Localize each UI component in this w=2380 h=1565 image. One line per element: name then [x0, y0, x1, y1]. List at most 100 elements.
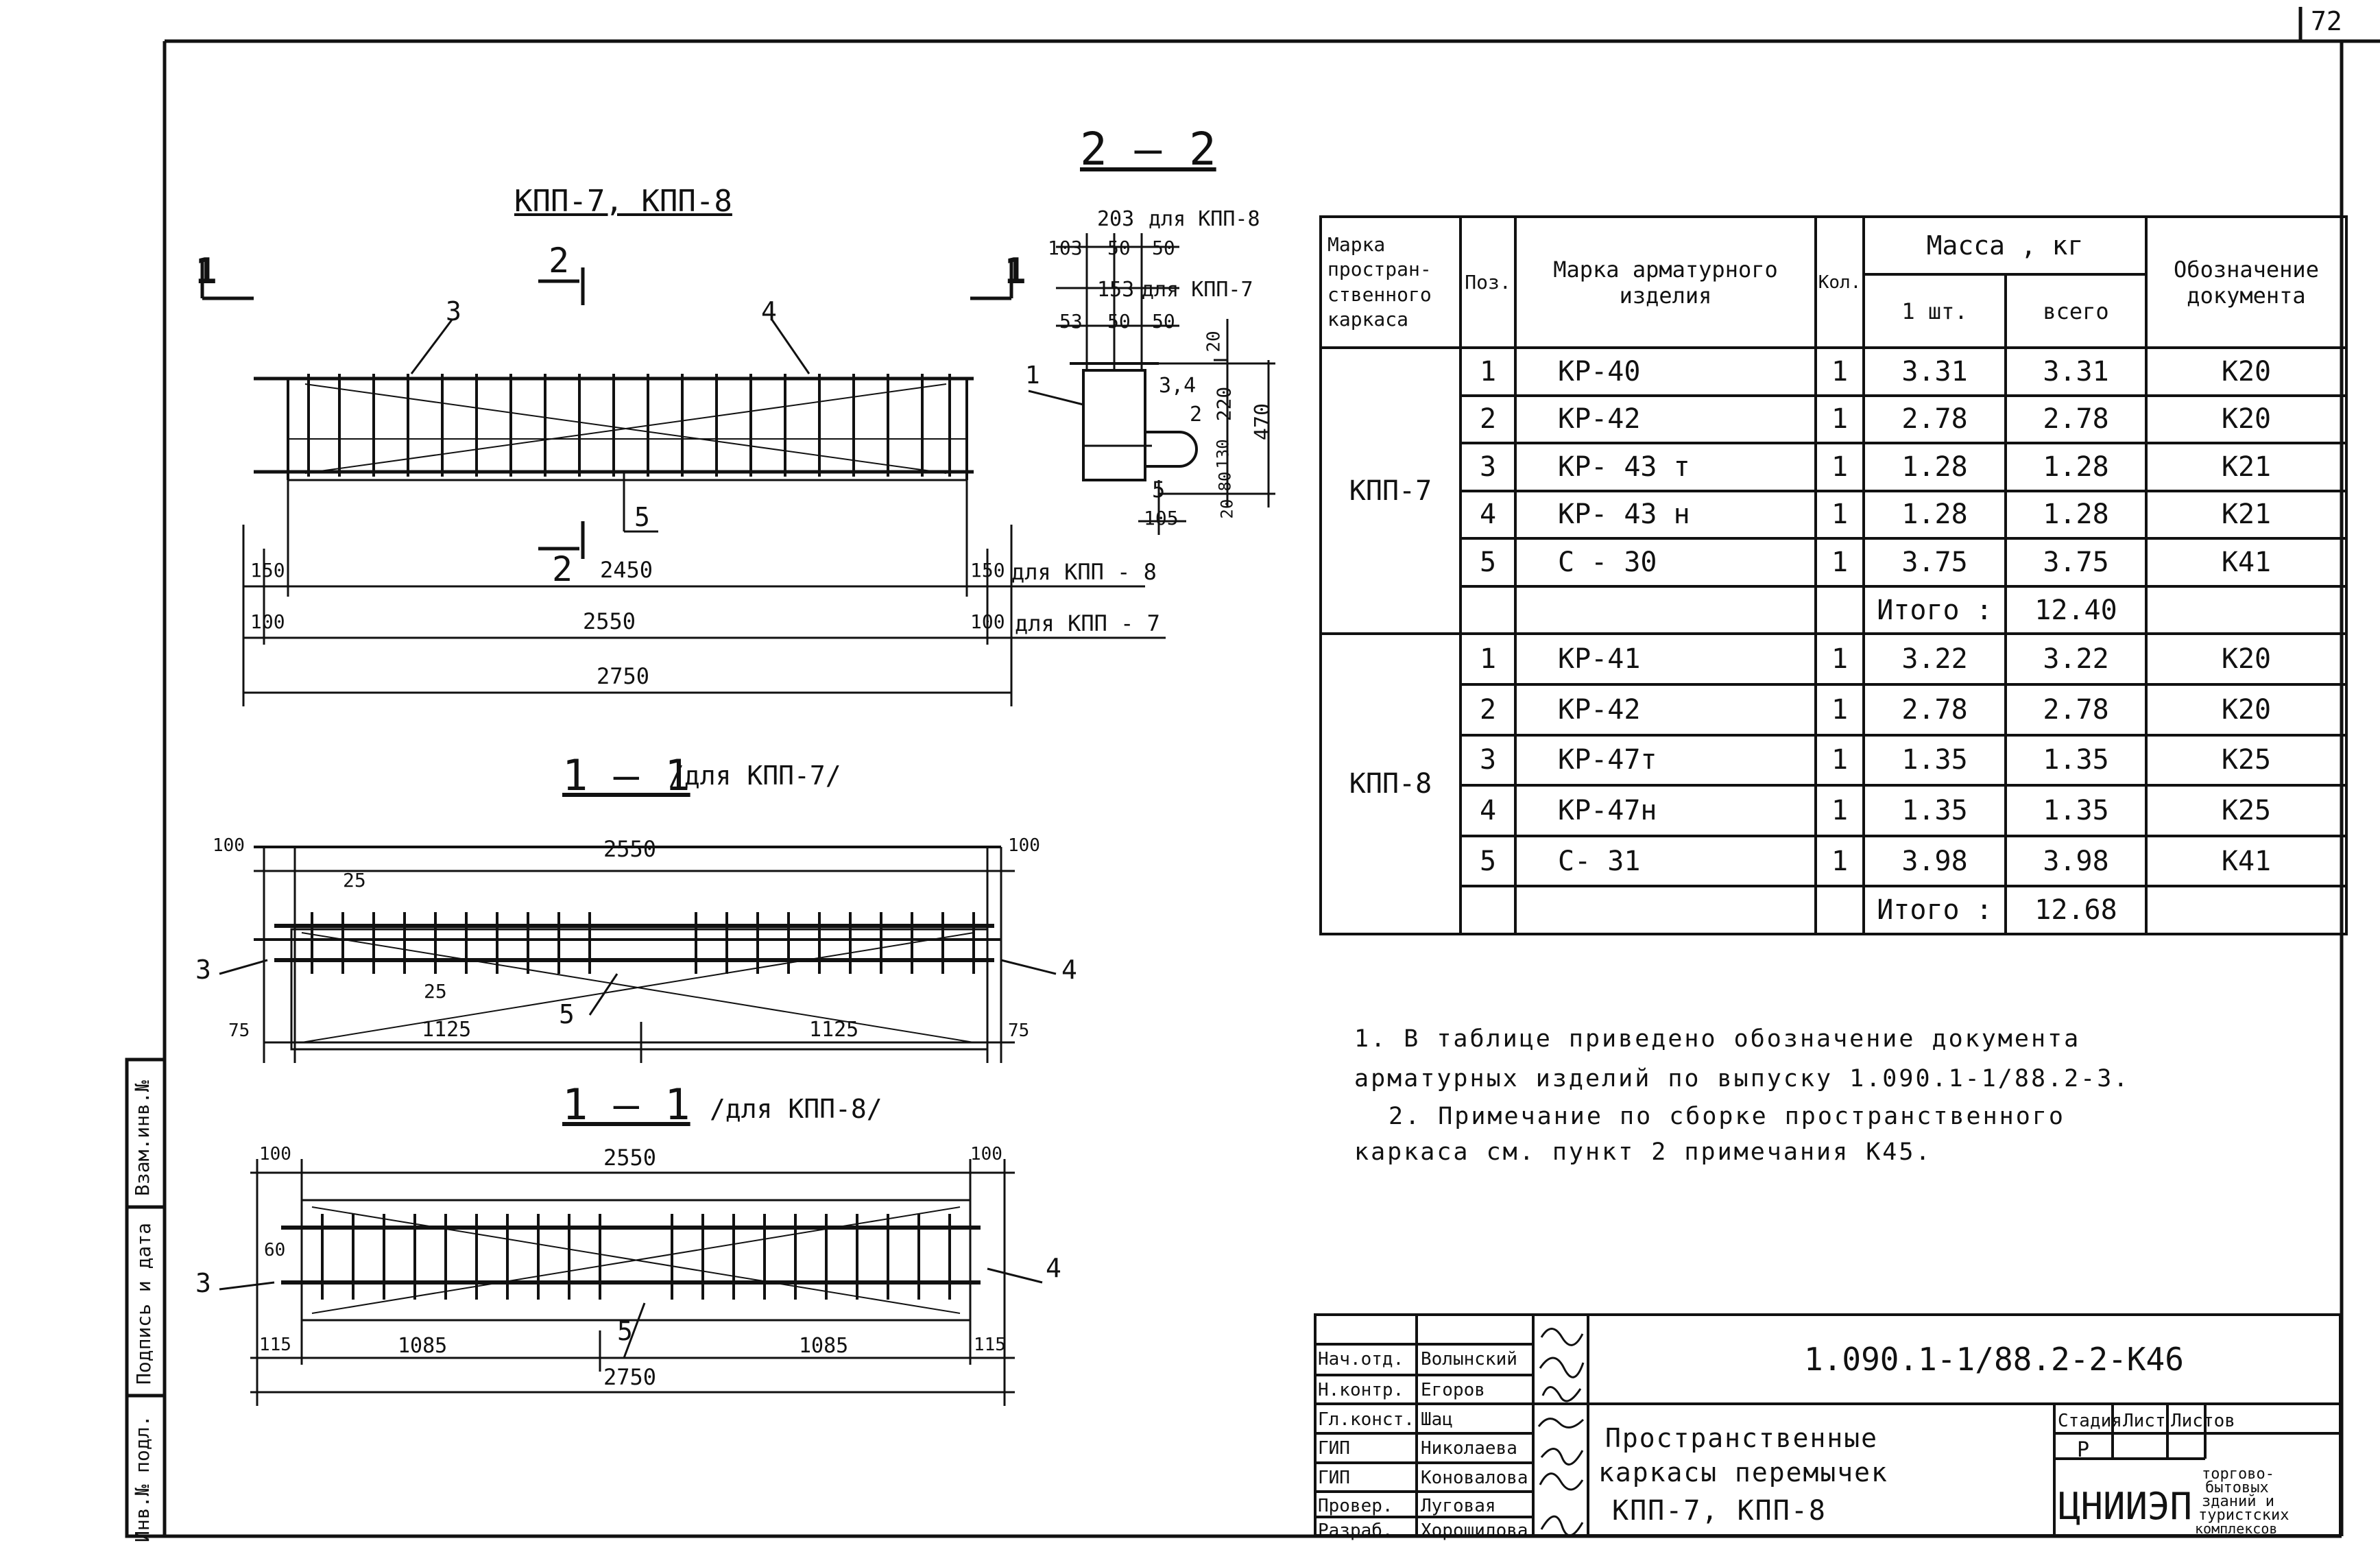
table-cell: К25	[2145, 733, 2348, 787]
table-cell: 1.28	[1862, 442, 2007, 492]
dim-203: 203	[1097, 207, 1135, 231]
table-cell: КР-47н	[1514, 784, 1817, 837]
plan-1-1-kpp7	[219, 846, 1057, 1063]
org-sub-4: туристских	[2198, 1507, 2289, 1524]
specification-table: Марка простран- ственного каркаса Поз. М…	[1319, 215, 2348, 935]
table-cell: 3	[1459, 442, 1517, 492]
dim-100-left: 100	[250, 610, 285, 633]
header-mass: Масса , кг	[1862, 215, 2148, 276]
plan7-dim-75-right: 75	[1008, 1020, 1030, 1041]
margin-signature-date: Подпись и дата	[132, 1222, 155, 1385]
name-7: Хорошилова	[1421, 1520, 1528, 1541]
table-cell: 1.35	[1862, 733, 2007, 787]
role-2: Н.контр.	[1318, 1380, 1404, 1400]
table-cell: 3.31	[1862, 346, 2007, 397]
org-name: ЦНИИЭП	[2058, 1485, 2193, 1528]
table-cell: К21	[2145, 442, 2348, 492]
table-cell: 2.78	[1862, 682, 2007, 737]
plan8-dim-115-left: 115	[259, 1335, 291, 1355]
header-frame-mark: Марка простран- ственного каркаса	[1319, 215, 1462, 350]
table-cell: 1	[1814, 632, 1865, 686]
margin-inv-number: Инв.№ подл.	[131, 1415, 154, 1542]
note-for-kpp7: для КПП - 7	[1015, 610, 1160, 636]
plan8-dim-1085-a: 1085	[398, 1334, 448, 1358]
pos-1-section: 1	[1025, 361, 1040, 390]
section-1-1-kpp8-note: /для КПП-8/	[710, 1094, 882, 1124]
table-cell: 3.98	[1862, 834, 2007, 888]
role-5: ГИП	[1318, 1468, 1350, 1488]
header-item-mark: Марка арматурного изделия	[1514, 215, 1817, 350]
table-cell: КР-40	[1514, 346, 1817, 397]
plan8-dim-100-right: 100	[970, 1144, 1002, 1164]
table-cell: 3.22	[2004, 632, 2148, 686]
dim-103: 103	[1048, 237, 1083, 259]
plan7-pos-5: 5	[559, 999, 575, 1029]
table-cell: К25	[2145, 784, 2348, 837]
table-cell: 1	[1814, 442, 1865, 492]
sum-kpp7: 12.40	[2004, 584, 2148, 636]
plan7-dim-75-left: 75	[228, 1020, 250, 1041]
plan7-dim-100-left: 100	[213, 835, 245, 856]
table-cell: 1	[1814, 784, 1865, 837]
table-cell: 1	[1814, 346, 1865, 397]
dim-153: 153	[1097, 278, 1135, 302]
role-3: Гл.конст.	[1318, 1409, 1415, 1430]
table-cell: 1	[1814, 834, 1865, 888]
org-sub-3: зданий и	[2202, 1493, 2274, 1510]
plan8-dim-2750: 2750	[603, 1364, 657, 1390]
dim-20-bottom: 20	[1217, 499, 1237, 519]
name-3: Шац	[1421, 1409, 1453, 1430]
table-cell: 3.75	[1862, 537, 2007, 588]
title-line-2: каркасы перемычек	[1598, 1457, 1888, 1488]
pos-34-section: 3,4	[1159, 374, 1197, 398]
role-6: Провер.	[1318, 1496, 1393, 1516]
sum-kpp8: 12.68	[2004, 885, 2148, 935]
cut-mark-2-bottom: 2	[552, 549, 573, 589]
pos-2-section: 2	[1190, 403, 1203, 427]
table-cell: КР-42	[1514, 682, 1817, 737]
sheets-header: Листов	[2171, 1411, 2235, 1431]
table-cell: 4	[1459, 489, 1517, 540]
title-line-1: Пространственные	[1605, 1423, 1879, 1453]
pos-3-label: 3	[446, 296, 461, 326]
name-4: Николаева	[1421, 1438, 1517, 1459]
plan7-dim-25-top: 25	[343, 869, 366, 892]
plan-1-1-kpp8	[219, 1159, 1043, 1406]
sum-label-kpp8: Итого :	[1862, 885, 2007, 935]
dim-50-c: 50	[1107, 310, 1131, 333]
note-1-line-1: 1. В таблице приведено обозначение докум…	[1354, 1025, 2081, 1053]
dim-80: 80	[1215, 471, 1235, 492]
doc-code: 1.090.1-1/88.2-2-К46	[1804, 1341, 2184, 1378]
header-mass-total: всего	[2004, 272, 2148, 350]
table-cell: 3.75	[2004, 537, 2148, 588]
table-cell: 2.78	[1862, 394, 2007, 445]
plan8-dim-60: 60	[264, 1240, 286, 1261]
table-cell: 1	[1814, 537, 1865, 588]
plan7-dim-1125-b: 1125	[809, 1018, 859, 1042]
table-cell: 2.78	[2004, 394, 2148, 445]
table-cell: С - 30	[1514, 537, 1817, 588]
table-cell: К21	[2145, 489, 2348, 540]
frame-kpp7: КПП-7	[1319, 346, 1462, 636]
header-qty: Кол.	[1814, 215, 1865, 350]
plan7-dim-2550: 2550	[603, 836, 657, 862]
dim-105: 105	[1144, 507, 1179, 529]
plan8-pos-4: 4	[1046, 1253, 1061, 1283]
section-2-2	[1028, 233, 1275, 535]
table-cell: КР- 43 т	[1514, 442, 1817, 492]
table-cell: 2.78	[2004, 682, 2148, 737]
org-sub-1: торгово-	[2202, 1466, 2274, 1483]
table-cell: 1	[1814, 489, 1865, 540]
org-sub-5: комплексов	[2195, 1520, 2278, 1537]
table-cell: 1	[1814, 394, 1865, 445]
plan8-dim-115-right: 115	[974, 1335, 1006, 1355]
title-block-grid	[1314, 1313, 2342, 1537]
table-cell: 2	[1459, 682, 1517, 737]
dim-150-right: 150	[970, 559, 1005, 582]
name-6: Луговая	[1421, 1496, 1496, 1516]
table-cell: 1.35	[2004, 733, 2148, 787]
table-cell: 1	[1459, 632, 1517, 686]
plan7-dim-1125-a: 1125	[422, 1018, 472, 1042]
note-153-kpp7: для КПП-7	[1142, 278, 1253, 302]
role-1: Нач.отд.	[1318, 1349, 1404, 1370]
